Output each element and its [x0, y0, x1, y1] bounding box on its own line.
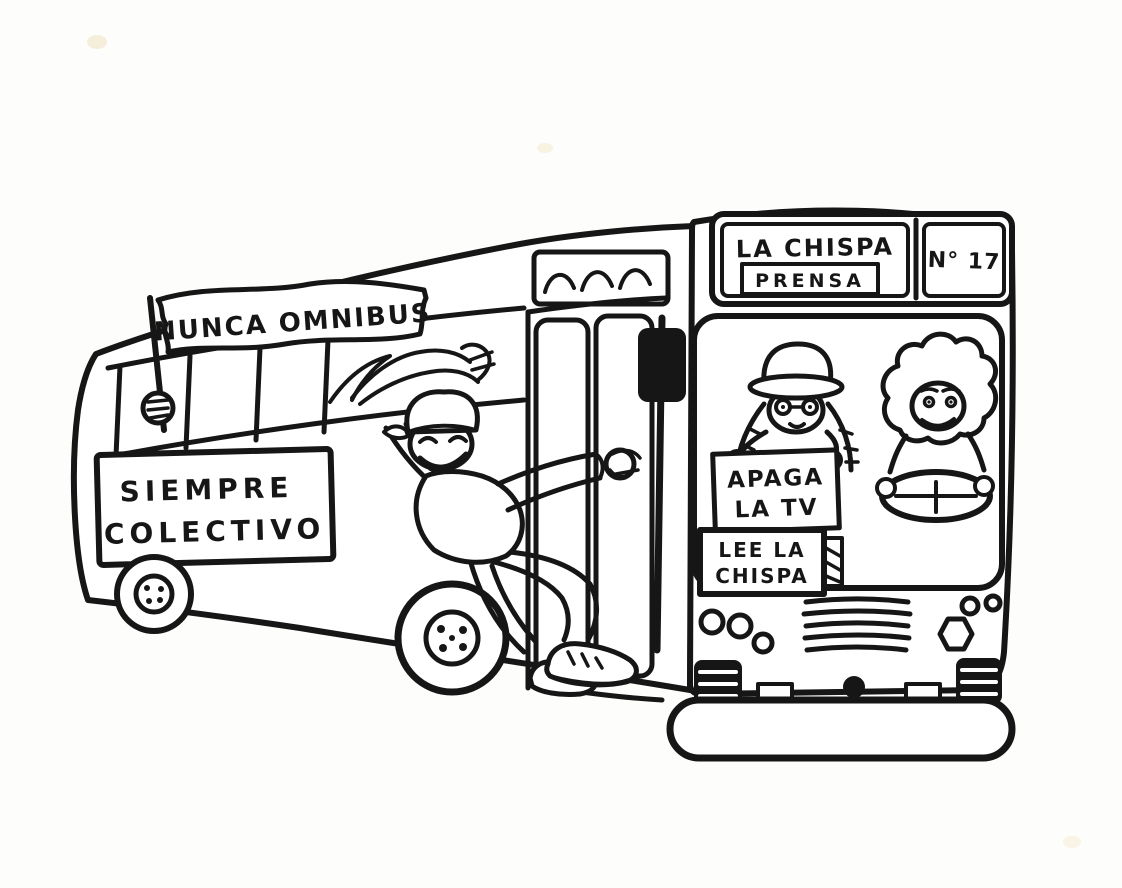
tow-hook-dot: [843, 676, 865, 698]
headlight-icon: [751, 631, 775, 655]
side-sign-board: [93, 446, 337, 568]
destination-sub-text: PRENSA: [755, 270, 865, 292]
window-divider: [113, 363, 123, 459]
grill-lines: [801, 596, 913, 653]
driver-hand-right: [973, 475, 995, 497]
scribble-arm: [328, 342, 496, 406]
person-arm-right: [495, 451, 599, 487]
paper-smudges: [87, 35, 1081, 848]
side-windows: [99, 305, 527, 461]
door-panel-left: [533, 317, 591, 679]
hanging-person: [382, 389, 642, 697]
cap-brim: [382, 424, 410, 441]
person-eye-left: [418, 436, 438, 444]
passenger-smile: [788, 422, 806, 429]
headlight-icon: [698, 608, 726, 636]
side-sign: SIEMPRE COLECTIVO: [93, 446, 337, 568]
rear-wheel: [114, 554, 194, 634]
window-divider: [321, 337, 331, 435]
driver-smile: [920, 417, 956, 428]
person-leg-left: [467, 557, 527, 655]
hat-crown: [761, 341, 834, 387]
roof-rack: [531, 249, 671, 307]
tv-sign-line2: LA TV: [734, 495, 819, 524]
driver-hand-left: [875, 477, 897, 499]
middle-wheel: [394, 580, 510, 696]
side-sign-line1: SIEMPRE: [119, 471, 294, 509]
read-sign-board: [697, 527, 827, 597]
tv-sign: APAGA LA TV: [710, 447, 842, 535]
driver-arm-left: [887, 433, 909, 475]
flag-banner: [155, 279, 429, 355]
window-divider: [253, 345, 263, 443]
prensa-box: [740, 262, 880, 296]
destination-sign: LA CHISPA PRENSA N° 17: [709, 211, 1015, 307]
driver-face: [909, 380, 967, 432]
driver-arm-right: [965, 431, 987, 473]
destination-main-text: LA CHISPA: [736, 233, 895, 264]
fare-box: [638, 328, 686, 402]
hat-brim: [747, 373, 845, 401]
route-number-box: [922, 222, 1006, 298]
person-torso: [413, 469, 525, 565]
headlight-icon: [726, 612, 754, 640]
cap-crown: [404, 389, 480, 435]
driver-figure: [875, 331, 999, 523]
hex-light-icon: [937, 616, 975, 652]
front-bumper: [666, 696, 1016, 762]
read-sign-line1: LEE LA: [718, 538, 805, 562]
tv-sign-line1: APAGA: [727, 464, 825, 493]
person-eye-right: [448, 435, 468, 443]
protest-flag: NUNCA OMNIBUS: [140, 279, 433, 433]
route-number-text: N° 17: [927, 248, 1001, 276]
side-sign-line2: COLECTIVO: [104, 512, 326, 551]
window-divider: [183, 353, 193, 451]
marker-light-icon: [983, 593, 1003, 613]
person-leg-right: [507, 549, 599, 643]
braid-right: [825, 401, 854, 473]
read-sign-line2: CHISPA: [715, 564, 809, 588]
marker-light-icon: [959, 595, 981, 617]
person-smile: [417, 451, 469, 470]
front-details: [694, 593, 1003, 705]
read-sign: LEE LA CHISPA: [697, 527, 844, 597]
